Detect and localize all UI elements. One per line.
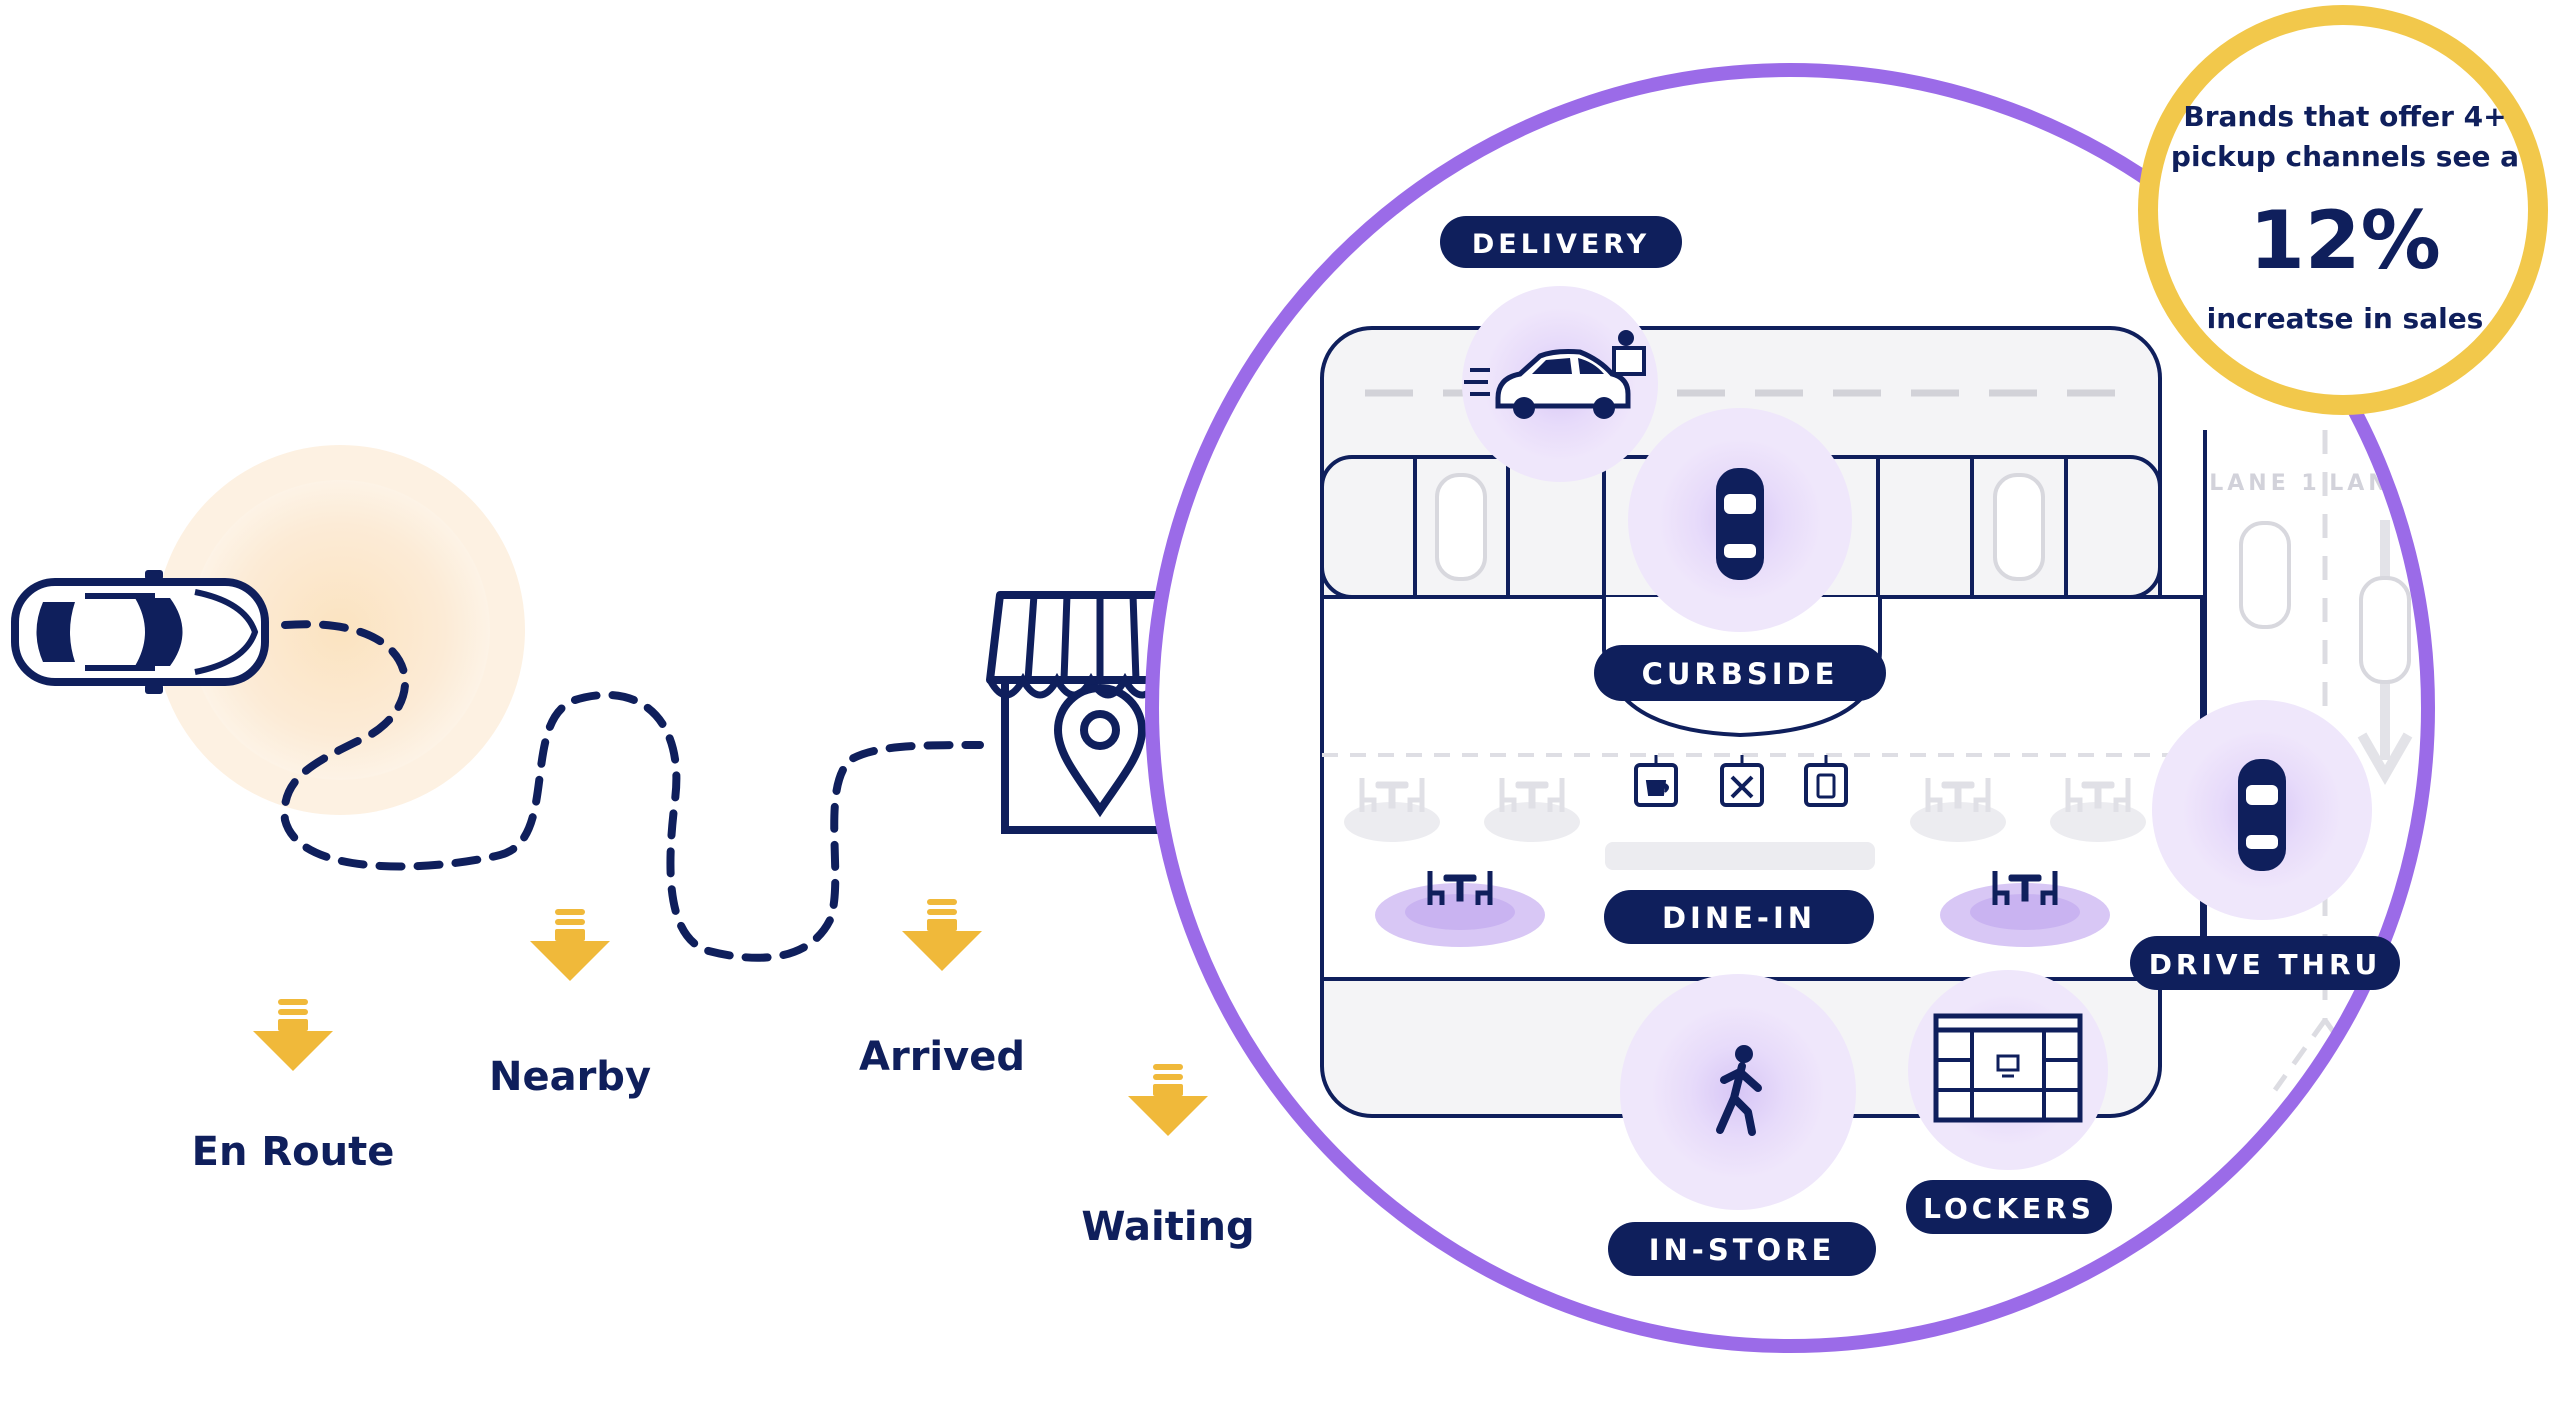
channels-section: LANE 1 LANE 2	[1145, 63, 2435, 1353]
kiosk-icon	[1804, 755, 1848, 807]
parked-car-icon	[2359, 576, 2411, 684]
journey-section: En Route Nearby Arrived Waiting	[11, 445, 1330, 1250]
down-arrow-icon	[530, 909, 610, 981]
channel-label: IN-STORE	[1649, 1233, 1836, 1267]
curbside-car-icon	[1716, 468, 1764, 580]
parked-car-icon	[1993, 473, 2045, 581]
channel-label: DELIVERY	[1472, 229, 1650, 260]
car-icon	[11, 570, 269, 694]
utensils-icon	[1720, 755, 1764, 807]
walking-person-icon	[1716, 1045, 1762, 1136]
stage-arrived: Arrived	[859, 899, 1025, 1080]
locker-icon	[1933, 1013, 2083, 1123]
channel-drive-thru: DRIVE THRU	[2130, 936, 2400, 990]
channel-label: DINE-IN	[1662, 901, 1816, 935]
stat-value: 12%	[2249, 194, 2440, 287]
down-arrow-icon	[902, 899, 982, 971]
stat-line-2: pickup channels see a	[2171, 140, 2519, 173]
stage-label: Nearby	[489, 1054, 651, 1100]
channel-curbside: CURBSIDE	[1594, 645, 1886, 701]
stage-label: Waiting	[1081, 1204, 1254, 1250]
down-arrow-icon	[253, 999, 333, 1071]
parked-car-icon	[2239, 521, 2291, 629]
parked-car-icon	[1435, 473, 1487, 581]
stat-line-1: Brands that offer 4+	[2183, 100, 2506, 133]
channel-label: CURBSIDE	[1642, 657, 1839, 691]
channels-ring	[1145, 63, 2435, 1353]
stage-label: En Route	[192, 1129, 395, 1175]
counter	[1605, 842, 1875, 870]
stat-badge: Brands that offer 4+ pickup channels see…	[2138, 5, 2548, 415]
channel-label: DRIVE THRU	[2149, 948, 2382, 981]
stage-waiting: Waiting	[1081, 1064, 1255, 1250]
down-arrow-icon	[1128, 1064, 1208, 1136]
route-path	[280, 620, 984, 962]
coffee-icon	[1634, 755, 1678, 807]
channel-dine-in: DINE-IN	[1604, 890, 1874, 944]
location-pin-icon	[1053, 684, 1147, 818]
channel-label: LOCKERS	[1923, 1192, 2095, 1225]
stage-label: Arrived	[859, 1034, 1025, 1080]
channel-lockers: LOCKERS	[1906, 1180, 2112, 1234]
drive-thru-car-icon	[2238, 759, 2286, 871]
lane-1-label: LANE 1	[2209, 471, 2320, 496]
channel-delivery: DELIVERY	[1440, 216, 1682, 268]
delivery-car-icon	[1464, 330, 1646, 419]
stage-en-route: En Route	[192, 999, 395, 1175]
stage-nearby: Nearby	[489, 909, 651, 1100]
stat-line-3: increatse in sales	[2207, 302, 2484, 335]
channel-in-store: IN-STORE	[1608, 1222, 1876, 1276]
